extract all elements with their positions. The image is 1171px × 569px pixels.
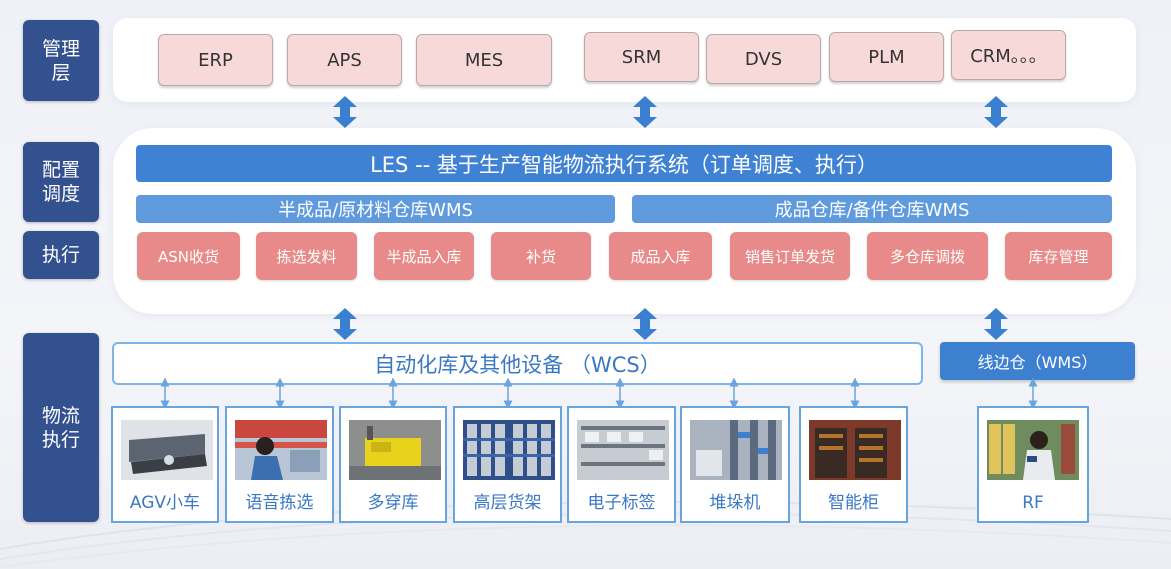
device-label: RF xyxy=(1022,493,1044,513)
device-stacker[interactable]: 堆垛机 xyxy=(680,406,790,523)
task-multi-warehouse-transfer[interactable]: 多仓库调拨 xyxy=(867,232,988,280)
device-high-rack[interactable]: 高层货架 xyxy=(453,406,562,523)
task-sales-order-shipping[interactable]: 销售订单发货 xyxy=(730,232,850,280)
double-arrow-icon xyxy=(333,96,357,128)
device-label: 堆垛机 xyxy=(709,493,761,513)
device-voice-picking[interactable]: 语音拣选 xyxy=(225,406,334,523)
device-smart-cabinet[interactable]: 智能柜 xyxy=(799,406,908,523)
device-label: 高层货架 xyxy=(473,493,542,513)
task-picking[interactable]: 拣选发料 xyxy=(256,232,357,280)
voice-picking-photo-icon xyxy=(235,420,327,480)
task-replenishment[interactable]: 补货 xyxy=(491,232,591,280)
rf-scanner-photo-icon xyxy=(987,420,1079,480)
system-box-mes[interactable]: MES xyxy=(416,34,552,86)
device-agv[interactable]: AGV小车 xyxy=(111,406,219,523)
wms-bar-semi-finished: 半成品/原材料仓库WMS xyxy=(136,195,615,223)
stacker-photo-icon xyxy=(690,420,782,480)
les-title-bar: LES -- 基于生产智能物流执行系统（订单调度、执行） xyxy=(136,145,1112,182)
double-arrow-icon xyxy=(633,308,657,340)
agv-photo-icon xyxy=(121,420,213,480)
layer-label-management: 管理 层 xyxy=(23,20,99,101)
high-rack-photo-icon xyxy=(463,420,555,480)
system-box-plm[interactable]: PLM xyxy=(829,32,944,82)
line-side-wms-box: 线边仓（WMS） xyxy=(940,342,1135,380)
double-arrow-icon xyxy=(633,96,657,128)
smart-cabinet-photo-icon xyxy=(809,420,901,480)
wcs-bar: 自动化库及其他设备 （WCS） xyxy=(112,342,923,385)
device-shuttle[interactable]: 多穿库 xyxy=(339,406,447,523)
e-label-photo-icon xyxy=(577,420,669,480)
connector-arrows xyxy=(160,378,1038,410)
double-arrow-icon xyxy=(984,96,1008,128)
task-semi-finished-inbound[interactable]: 半成品入库 xyxy=(374,232,474,280)
task-finished-inbound[interactable]: 成品入库 xyxy=(609,232,712,280)
layer-label-dispatch: 配置 调度 xyxy=(23,142,99,222)
task-inventory-management[interactable]: 库存管理 xyxy=(1005,232,1112,280)
device-label: AGV小车 xyxy=(129,493,201,513)
device-e-label[interactable]: 电子标签 xyxy=(567,406,676,523)
device-label: 智能柜 xyxy=(828,493,879,513)
layer-label-execution: 执行 xyxy=(23,231,99,279)
system-box-srm[interactable]: SRM xyxy=(584,32,699,82)
device-label: 语音拣选 xyxy=(245,493,314,513)
layer-label-logistics: 物流 执行 xyxy=(23,333,99,522)
system-box-crm[interactable]: CRM。。。 xyxy=(951,30,1066,80)
device-label: 电子标签 xyxy=(587,493,656,513)
shuttle-photo-icon xyxy=(349,420,441,480)
system-box-erp[interactable]: ERP xyxy=(158,34,273,86)
system-box-aps[interactable]: APS xyxy=(287,34,402,86)
device-rf[interactable]: RF xyxy=(977,406,1089,523)
device-label: 多穿库 xyxy=(367,493,419,513)
task-asn-receiving[interactable]: ASN收货 xyxy=(137,232,240,280)
system-box-dvs[interactable]: DVS xyxy=(706,34,821,84)
double-arrow-icon xyxy=(984,308,1008,340)
double-arrow-icon xyxy=(333,308,357,340)
wms-bar-finished: 成品仓库/备件仓库WMS xyxy=(632,195,1112,223)
